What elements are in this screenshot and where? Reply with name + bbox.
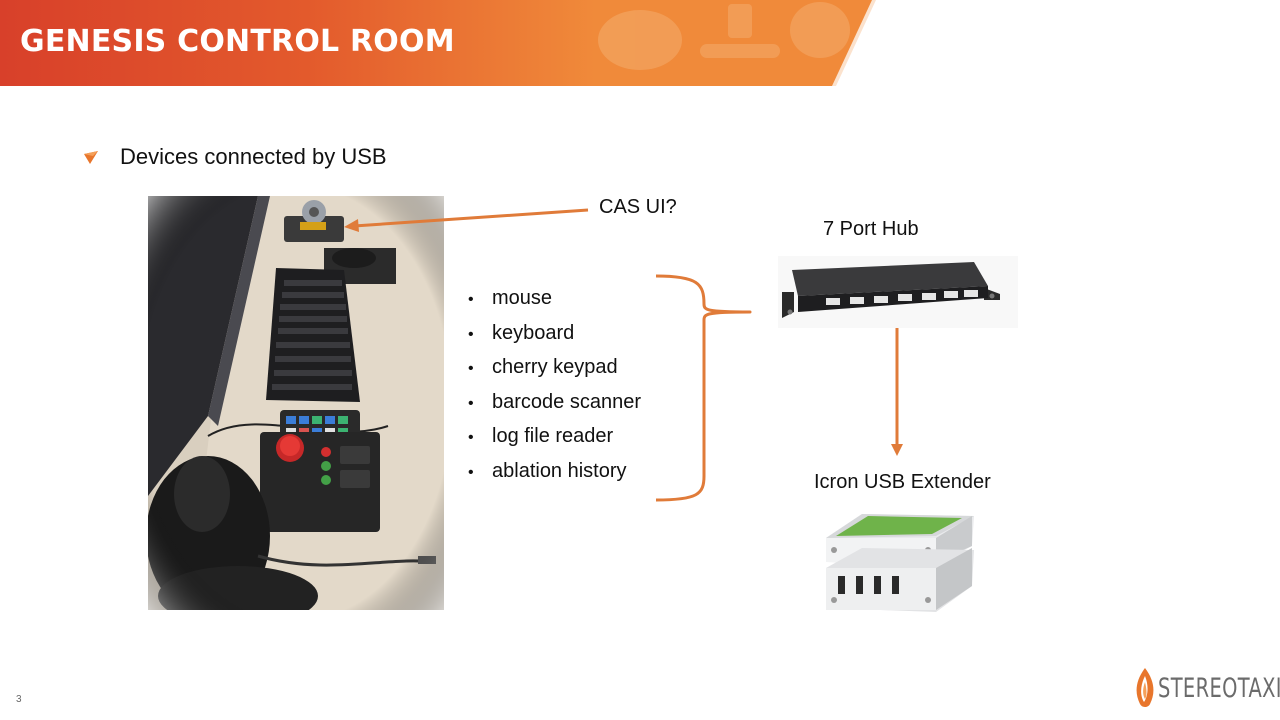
flame-logo-icon	[1136, 668, 1154, 707]
orange-arrow-bullet-icon	[84, 151, 98, 164]
list-item-label: log file reader	[492, 425, 614, 448]
list-item-label: cherry keypad	[492, 356, 618, 379]
page-number: 3	[16, 694, 22, 705]
control-desk-photo	[148, 196, 444, 610]
list-item: •barcode scanner	[468, 390, 641, 413]
stereotaxis-logo: STEREOTAXIS	[1132, 666, 1280, 710]
page-title: GENESIS CONTROL ROOM	[20, 24, 455, 59]
curly-brace	[655, 274, 752, 502]
list-item: •mouse	[468, 287, 553, 309]
list-item: •cherry keypad	[468, 356, 618, 379]
device-list: •mouse •keyboard •cherry keypad •barcode…	[468, 284, 641, 492]
list-item: •log file reader	[468, 425, 614, 448]
header-banner: GENESIS CONTROL ROOM	[0, 0, 1280, 86]
header-background	[0, 0, 878, 86]
hub-label: 7 Port Hub	[823, 218, 919, 240]
list-item-label: keyboard	[492, 321, 575, 344]
logo-wordmark: STEREOTAXIS	[1158, 672, 1280, 704]
list-item: •ablation history	[468, 459, 627, 482]
extender-label: Icron USB Extender	[814, 471, 991, 493]
icron-extender-image	[826, 514, 974, 612]
cas-ui-arrow	[344, 208, 589, 232]
list-item-label: ablation history	[492, 459, 627, 482]
main-bullet-text: Devices connected by USB	[120, 144, 387, 169]
hub-to-extender-arrow	[891, 328, 903, 456]
usb-hub-image	[778, 256, 1018, 328]
list-item-label: barcode scanner	[492, 390, 641, 413]
list-item-label: mouse	[492, 287, 553, 309]
list-item: •keyboard	[468, 321, 575, 344]
cas-ui-label: CAS UI?	[599, 196, 677, 218]
